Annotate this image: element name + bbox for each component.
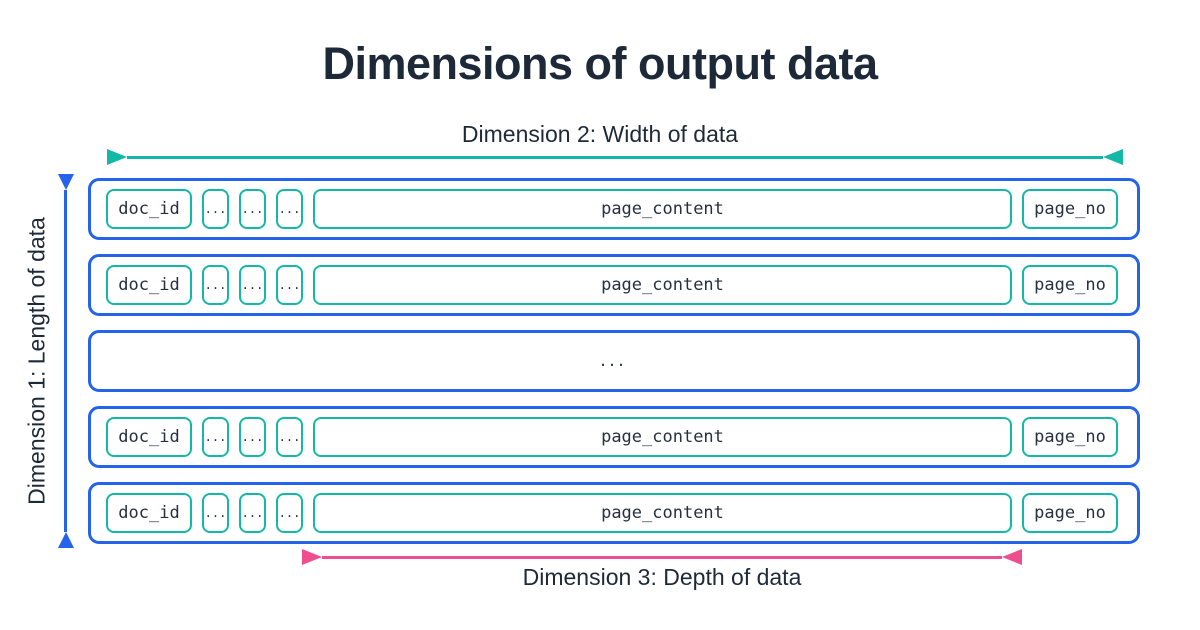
arrow-line	[322, 555, 1002, 559]
data-row: doc_id ... ... ... page_content page_no	[88, 482, 1140, 544]
ellipsis-text: ...	[598, 352, 626, 370]
dimension3-label: Dimension 3: Depth of data	[522, 564, 802, 590]
page-title: Dimensions of output data	[322, 38, 879, 89]
depth-measure-arrow	[302, 548, 1022, 566]
data-row: doc_id ... ... ... page_content page_no	[88, 178, 1140, 240]
page-no-cell: page_no	[1022, 189, 1118, 229]
dots-cell: ...	[239, 493, 266, 533]
dots-cell: ...	[239, 417, 266, 457]
page-content-cell: page_content	[313, 189, 1012, 229]
doc-id-cell: doc_id	[106, 265, 192, 305]
arrowhead-left-icon	[1103, 149, 1123, 165]
dots-cell: ...	[202, 417, 229, 457]
dots-cell: ...	[239, 265, 266, 305]
dimension2-label: Dimension 2: Width of data	[461, 121, 739, 147]
dots-cell: ...	[239, 189, 266, 229]
doc-id-cell: doc_id	[106, 417, 192, 457]
page-content-cell: page_content	[313, 265, 1012, 305]
page-content-cell: page_content	[313, 493, 1012, 533]
arrowhead-right-icon	[302, 549, 322, 565]
page-no-cell: page_no	[1022, 265, 1118, 305]
dimension1-label: Dimension 1: Length of data	[23, 217, 50, 505]
data-row: doc_id ... ... ... page_content page_no	[88, 406, 1140, 468]
page-no-cell: page_no	[1022, 417, 1118, 457]
dots-cell: ...	[202, 265, 229, 305]
length-measure-arrow	[57, 174, 74, 548]
page-no-cell: page_no	[1022, 493, 1118, 533]
arrowhead-up-icon	[57, 532, 74, 548]
arrowhead-down-icon	[57, 174, 74, 190]
data-row: doc_id ... ... ... page_content page_no	[88, 254, 1140, 316]
width-measure-arrow	[107, 148, 1123, 166]
dots-cell: ...	[276, 265, 303, 305]
ellipsis-row: ...	[88, 330, 1140, 392]
dots-cell: ...	[202, 493, 229, 533]
doc-id-cell: doc_id	[106, 189, 192, 229]
dots-cell: ...	[276, 189, 303, 229]
arrow-line	[127, 155, 1103, 159]
dots-cell: ...	[276, 493, 303, 533]
arrow-line	[64, 190, 67, 532]
doc-id-cell: doc_id	[106, 493, 192, 533]
arrowhead-right-icon	[107, 149, 127, 165]
arrowhead-left-icon	[1002, 549, 1022, 565]
dots-cell: ...	[202, 189, 229, 229]
dots-cell: ...	[276, 417, 303, 457]
page-content-cell: page_content	[313, 417, 1012, 457]
